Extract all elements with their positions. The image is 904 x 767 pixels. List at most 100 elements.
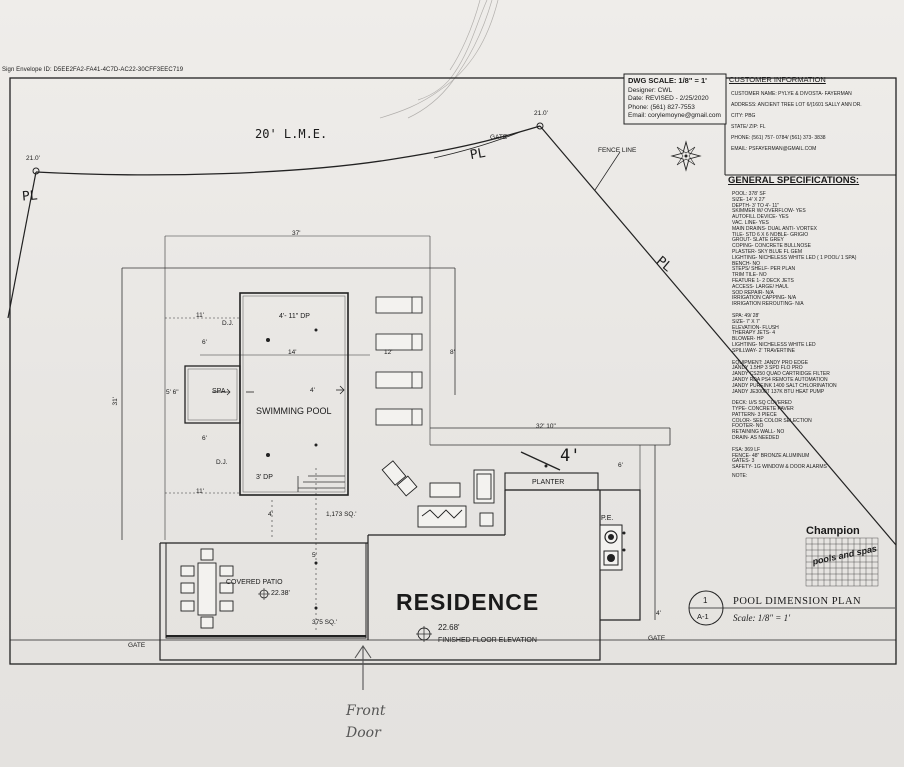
spec-line: ELEVATION- FLUSH [732,324,779,331]
customer-address: ADDRESS: ANCIENT TREE LOT 6/(1601 SALLY … [731,102,862,108]
spec-line: BLOWER- HP [732,336,764,343]
lme-label: 20' L.M.E. [255,127,328,141]
floor-elevation-label: FINISHED FLOOR ELEVATION [438,637,537,644]
title-block-text: DWG SCALE: 1/8" = 1' Designer: CWL Date:… [628,77,721,120]
spec-line: PATTERN- 3 PIECE [732,411,777,418]
spec-line: GATES- 3 [732,458,755,465]
envelope-id: Sign Envelope ID: D5EE2FA2-FA41-4C7D-AC2… [2,67,184,73]
property-line-label-top: PL [468,145,487,164]
property-line-left [7,171,37,319]
dim-31: 31' [111,397,119,406]
spec-line: LIGHTING- NICHELESS WHITE LED [732,341,816,348]
spec-line: JANDY CS250 QUAD CARTRIDGE FILTER [732,371,830,378]
shallow-end-depth: 3' DP [256,474,273,481]
spec-line: LIGHTING- NICHELESS WHITE LED ( 1 POOL/ … [732,254,857,261]
spec-line: TRIM TILE- NO [732,272,767,279]
property-line-label-left: PL [21,188,39,205]
title-block [623,73,727,125]
spec-line: SAFETY- 1G WINDOW & DOOR ALARMS [732,464,827,471]
dim-8: 8' [450,349,455,356]
gate-top-label: GATE [490,134,508,141]
spec-line: SIZE- 14' X 27' [732,196,766,203]
pool-equipment-pad [599,524,623,571]
spec-line: SIZE- 7' X 7' [732,318,760,325]
dim-4-small: 4' [656,610,661,617]
spec-line: THERAPY JETS- 4 [732,330,775,337]
deck-jet-top: D.J. [222,320,234,327]
spec-line: JANDY 1.5HP 3 SPD FLO PRO [732,365,803,372]
customer-city: CITY: PBG [731,113,756,119]
north-arrow [670,140,702,172]
dim-6-bottom: 6' [202,435,207,442]
spec-line: FEATURE 1- 2 DECK JETS [732,277,794,284]
spec-line: SPILLWAY- 2' TRAVERTINE [732,347,795,354]
spec-note: NOTE: [732,473,748,480]
deep-end-depth: 4'- 11" DP [279,313,310,320]
dim-6-right: 6' [618,462,623,469]
dim-14: 14' [288,349,297,356]
dim-37: 37' [292,230,301,237]
dim-4-pool: 4' [310,387,315,394]
spec-line: POOL: 378' SF [732,191,766,197]
pool-equipment-label: P.E. [601,515,614,522]
planter-label: PLANTER [532,479,565,486]
spec-spa-list: SPA: 49/ 28'SIZE- 7' X 7'ELEVATION- FLUS… [732,312,856,355]
spec-line: DRAIN- AS NEEDED [732,435,780,442]
champion-logo-grid [805,537,879,587]
spec-line: JANDY JE3000T 137K BTU HEAT PUMP [732,388,825,395]
gate-left-label: GATE [128,642,146,649]
spec-line: EQUIPMENT: JANDY PRO EDGE [732,359,809,366]
spec-line: SPA: 49/ 28' [732,312,760,319]
planter-box [504,472,599,491]
fence-line-label: FENCE LINE [598,147,637,154]
spec-line: FENCE- 48" BRONZE ALUMINUM [732,452,810,459]
lounge-chairs [375,296,423,426]
spec-line: IRRIGATION CAPPING- N/A [732,295,797,302]
pool-label: SWIMMING POOL [256,406,332,416]
dining-set [180,548,234,629]
gate-right-label: GATE [648,635,666,642]
elevation-left: 21.0' [26,155,40,162]
spec-line: TILE- STD 6 X 6 NOBLE- GRIGIO [732,231,809,238]
deck-area-sqft: 1,173 SQ.' [326,511,357,518]
spec-line: SOD REPAIR- N/A [732,289,774,296]
spec-line: SKIMMER W/ OVERFLOW- YES [732,208,806,215]
dim-12: 12' [384,349,393,356]
property-line-right [539,125,897,546]
spec-line: STEPS/ SHELF- PER PLAN [732,266,796,273]
spec-line: COLOR- SEE COLOR SELECTION [732,417,812,424]
specs-heading: GENERAL SPECIFICATIONS: [728,175,860,186]
spec-line: ACCESS- LARGE/ HAUL [732,283,789,290]
paper-strings [379,0,499,119]
spec-line: PLASTER- SKY BLUE FL GEM [732,248,803,255]
spec-line: FOOTER- NO [732,423,764,430]
floor-elevation-value: 22.68' [438,623,460,632]
sheet-border [9,77,897,665]
dim-4-patio: 4' [268,511,273,518]
designer-phone: Phone: (561) 827-7553 [628,103,695,111]
patio-elevation: 22.38' [271,590,290,597]
champion-logo-text: Champion [806,525,860,537]
swimming-pool-outline [239,292,349,496]
customer-email: EMAIL: PSFAYERMAN@GMAIL.COM [731,146,817,152]
dim-32-10: 32' 10" [536,423,556,430]
residence-label: RESIDENCE [396,589,540,615]
spec-line: GROUT- SLATE GREY [732,237,784,244]
spec-line: TYPE- CONCRETE PAVER [732,406,794,413]
front-door-note: Front Door [346,703,386,741]
plan-number: 1 [703,596,708,605]
customer-phone: PHONE: (561) 757- 0784/ (561) 373- 3838 [731,135,826,141]
spa-outline [184,365,241,424]
customer-name: CUSTOMER NAME: PYLYE & DIVOSTA- FAYERMAN [731,91,852,97]
spec-line: JANDY RDA PS4 REMOTE AUTOMATION [732,376,828,383]
covered-patio-outline [165,542,367,639]
plan-sheet: A-1 [697,612,709,621]
spec-line: DEPTH- 3' TO 4'- 11" [732,202,780,209]
